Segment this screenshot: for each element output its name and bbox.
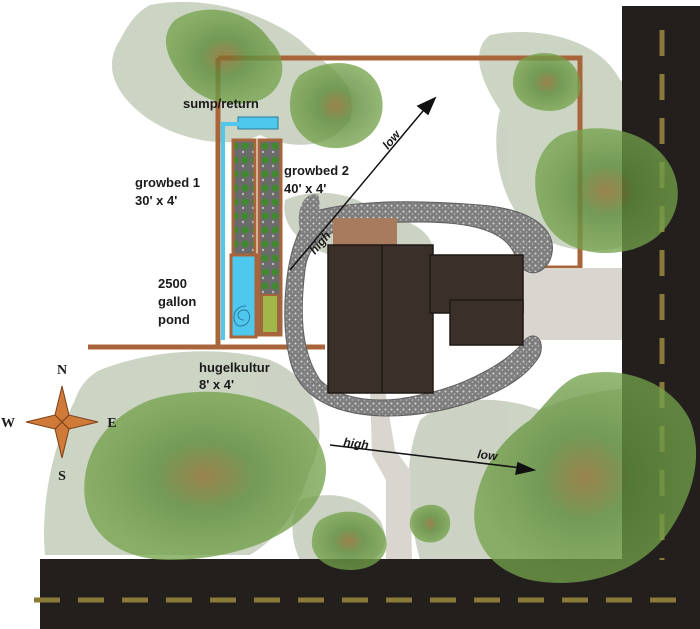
hugelkultur-bed bbox=[261, 294, 279, 334]
hugelkultur-size: 8' x 4' bbox=[199, 377, 234, 392]
tree-sw bbox=[84, 391, 327, 560]
aquaponics-system bbox=[221, 116, 283, 340]
growbed-2 bbox=[257, 138, 283, 337]
pond bbox=[229, 253, 258, 339]
pond-label-line-2: gallon bbox=[158, 294, 196, 309]
slope-north-low-label: low bbox=[380, 127, 404, 152]
walkway-south bbox=[370, 390, 412, 559]
house-main bbox=[327, 244, 434, 394]
slope-arrow-south bbox=[329, 444, 523, 469]
compass-west-label: W bbox=[1, 416, 15, 431]
growbed-1-size: 30' x 4' bbox=[135, 193, 177, 208]
hugelkultur-label: hugelkultur bbox=[199, 360, 270, 375]
house-garage bbox=[449, 299, 524, 346]
compass-south-label: S bbox=[58, 469, 66, 484]
driveways bbox=[370, 268, 622, 559]
sump-return-tank bbox=[237, 116, 279, 130]
roads bbox=[34, 6, 700, 629]
house-roof-patch bbox=[333, 218, 397, 248]
growbed-1-label: growbed 1 bbox=[135, 175, 200, 190]
water-line bbox=[221, 122, 240, 340]
compass-east-label: E bbox=[107, 416, 116, 431]
compass-rose: N S E W bbox=[1, 363, 117, 484]
tree-n bbox=[290, 63, 383, 149]
sump-label: sump/return bbox=[183, 96, 259, 111]
trees bbox=[84, 9, 697, 583]
slope-arrow-north bbox=[289, 104, 429, 271]
slope-south-high-label: high bbox=[343, 435, 370, 452]
tree-s-small bbox=[311, 511, 387, 570]
growbed-2-label: growbed 2 bbox=[284, 163, 349, 178]
tree-ne bbox=[535, 128, 678, 254]
growbed-2-size: 40' x 4' bbox=[284, 181, 326, 196]
pond-label-line-1: 2500 bbox=[158, 276, 187, 291]
tree-s-tiny bbox=[409, 504, 451, 543]
tree-nw bbox=[165, 9, 283, 104]
gravel-path-west-spur bbox=[298, 194, 320, 235]
labels: sump/return growbed 1 30' x 4' growbed 2… bbox=[135, 96, 499, 463]
growbed-1 bbox=[231, 138, 257, 262]
pond-swirl bbox=[233, 305, 250, 327]
house bbox=[327, 218, 524, 394]
tree-ne-small bbox=[512, 52, 581, 111]
tree-se bbox=[474, 372, 697, 583]
gravel-path bbox=[284, 194, 553, 417]
compass-north-label: N bbox=[57, 363, 67, 378]
slope-south-low-label: low bbox=[477, 447, 499, 463]
slope-arrows bbox=[289, 96, 537, 475]
driveway-east bbox=[520, 268, 622, 340]
pond-label-line-3: pond bbox=[158, 312, 190, 327]
